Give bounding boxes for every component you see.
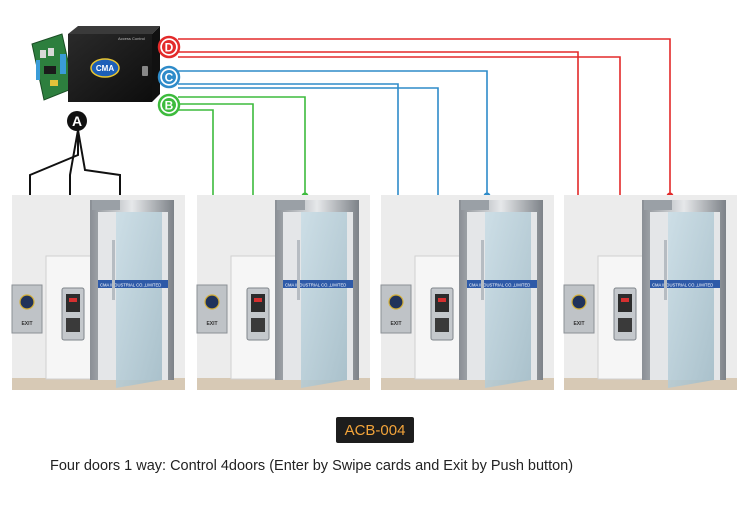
bus-d-label: D xyxy=(157,35,181,59)
door-scene-3: CMA INDUSTRIAL CO.,LIMITED EXIT xyxy=(380,195,554,390)
exit-label: EXIT xyxy=(206,321,217,327)
exit-label: EXIT xyxy=(573,321,584,327)
bus-b-label: B xyxy=(157,93,181,117)
bus-c-wires xyxy=(178,70,488,248)
exit-label: EXIT xyxy=(21,321,32,327)
bus-c-label: C xyxy=(157,65,181,89)
door-scene-1: CMA INDUSTRIAL CO.,LIMITED EXIT xyxy=(11,195,185,390)
door-scene-4: CMA INDUSTRIAL CO.,LIMITED EXIT xyxy=(563,195,737,390)
bus-b-label-text: B xyxy=(165,99,174,113)
bus-d-wires xyxy=(178,38,671,248)
door-strip-text: CMA INDUSTRIAL CO.,LIMITED xyxy=(285,283,346,288)
brand-label: Access Control xyxy=(118,36,145,41)
label-a-text: A xyxy=(72,113,82,129)
logo-text: CMA xyxy=(96,64,114,73)
label-a: A xyxy=(67,111,87,131)
caption: Four doors 1 way: Control 4doors (Enter … xyxy=(50,458,574,474)
pcb-board xyxy=(31,33,75,101)
logo-badge xyxy=(90,58,120,78)
door-strip-text: CMA INDUSTRIAL CO.,LIMITED xyxy=(100,283,161,288)
controller: Access Control CMA xyxy=(31,26,160,102)
door-strip-text: CMA INDUSTRIAL CO.,LIMITED xyxy=(469,283,530,288)
exit-label: EXIT xyxy=(390,321,401,327)
door-strip-text: CMA INDUSTRIAL CO.,LIMITED xyxy=(652,283,713,288)
bus-d-label-text: D xyxy=(165,41,174,55)
controller-box: Access Control CMA xyxy=(68,26,160,102)
model-badge: ACB-004 xyxy=(336,417,414,443)
door-scene-2: CMA INDUSTRIAL CO.,LIMITED EXIT xyxy=(196,195,370,390)
bus-c-label-text: C xyxy=(165,71,174,85)
